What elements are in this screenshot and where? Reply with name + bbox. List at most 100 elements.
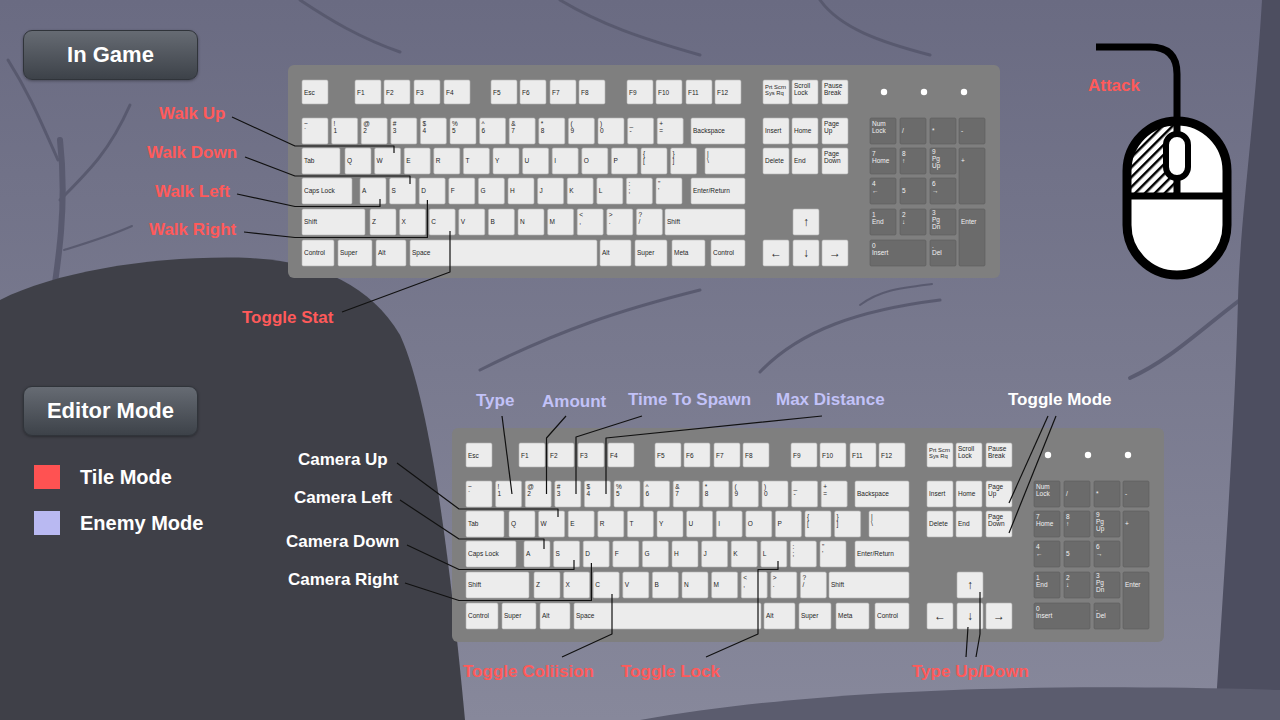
control-label: Walk Left bbox=[155, 182, 230, 202]
keyboard-key: + bbox=[1123, 511, 1149, 567]
keyboard-key: $ 4 bbox=[420, 118, 446, 144]
key-label: Insert bbox=[765, 128, 781, 135]
key-label: X bbox=[402, 219, 406, 226]
key-label: Delete bbox=[765, 158, 784, 165]
key-label: / bbox=[1066, 491, 1068, 498]
key-cap bbox=[870, 209, 896, 235]
keyboard-key: X bbox=[564, 572, 590, 598]
key-cap bbox=[702, 541, 728, 567]
keyboard-key: S bbox=[554, 541, 580, 567]
tree-branch bbox=[820, 0, 930, 55]
key-cap bbox=[302, 209, 365, 235]
key-label: Enter/Return bbox=[857, 551, 894, 558]
key-label: ) 0 bbox=[600, 121, 604, 135]
leader-line bbox=[407, 545, 574, 570]
key-cap bbox=[829, 572, 909, 598]
key-label: Alt bbox=[542, 613, 550, 620]
keyboard-key: F10 bbox=[820, 443, 846, 467]
key-label: Scroll Lock bbox=[958, 446, 974, 460]
control-label: Walk Up bbox=[159, 104, 225, 124]
key-cap bbox=[450, 118, 476, 144]
keyboard-key: F4 bbox=[444, 80, 470, 104]
keyboard-key: Enter/Return bbox=[855, 541, 909, 567]
key-label: ? / bbox=[638, 212, 642, 226]
key-cap bbox=[900, 178, 926, 204]
key-label: ( 9 bbox=[734, 484, 738, 498]
key-label: U bbox=[525, 158, 530, 165]
keyboard-key: } ] bbox=[835, 511, 861, 537]
key-label: F11 bbox=[852, 453, 863, 460]
keyboard-key: ↓ bbox=[793, 240, 819, 266]
key-cap bbox=[410, 240, 597, 266]
keyboard-key: F8 bbox=[579, 80, 605, 104]
key-cap bbox=[583, 541, 609, 567]
key-label: K bbox=[569, 188, 573, 195]
keyboard-key: Alt bbox=[540, 603, 570, 629]
keyboard-key: E bbox=[404, 148, 430, 174]
key-cap bbox=[712, 572, 738, 598]
key-label: F3 bbox=[580, 453, 588, 460]
key-label: W bbox=[377, 158, 383, 165]
key-cap bbox=[555, 481, 581, 507]
key-label: & 7 bbox=[675, 484, 679, 498]
key-label: Page Down bbox=[824, 151, 841, 165]
key-label: 7 Home bbox=[1036, 514, 1053, 528]
key-cap bbox=[608, 443, 634, 467]
key-label: V bbox=[461, 219, 465, 226]
key-label: Prt Scrn Sys Rq bbox=[765, 84, 789, 96]
key-label: Control bbox=[877, 613, 898, 620]
key-label: F10 bbox=[658, 90, 669, 97]
key-label: N bbox=[684, 582, 689, 589]
key-cap bbox=[869, 511, 909, 537]
key-cap bbox=[524, 541, 550, 567]
key-label: Shift bbox=[667, 219, 680, 226]
key-label: 7 Home bbox=[872, 151, 889, 165]
key-cap bbox=[930, 240, 956, 266]
keyboard-key: Super bbox=[799, 603, 831, 629]
key-cap bbox=[1064, 541, 1090, 567]
key-cap bbox=[959, 209, 985, 266]
key-label: ! 1 bbox=[334, 121, 338, 135]
key-cap bbox=[384, 80, 410, 104]
keyboard-key: & 7 bbox=[673, 481, 699, 507]
keyboard-key: 9 Pg Up bbox=[1094, 511, 1120, 537]
keyboard-key: Super bbox=[635, 240, 667, 266]
keyboard-key: Backspace bbox=[691, 118, 745, 144]
keyboard-key: ! 1 bbox=[332, 118, 358, 144]
key-label: M bbox=[714, 582, 719, 589]
keyboard-key: : ; bbox=[626, 178, 652, 204]
keyboard-key: Control bbox=[466, 603, 498, 629]
led-dot bbox=[1045, 452, 1051, 458]
keyboard-key: Delete bbox=[763, 148, 789, 174]
key-cap bbox=[835, 511, 861, 537]
key-cap bbox=[641, 148, 667, 174]
key-label: $ 4 bbox=[586, 484, 590, 498]
key-cap bbox=[598, 511, 624, 537]
keyboard-key: 4 ← bbox=[1034, 541, 1060, 567]
key-label: % 5 bbox=[616, 484, 622, 498]
leader-line bbox=[400, 500, 544, 549]
key-label: * bbox=[932, 128, 935, 135]
keyboard-key: Control bbox=[302, 240, 334, 266]
key-label: → bbox=[829, 247, 841, 259]
keyboard-key: ↑ bbox=[957, 572, 983, 598]
keyboard-key: Control bbox=[711, 240, 745, 266]
key-label: : ; bbox=[792, 544, 794, 558]
key-cap bbox=[1123, 511, 1149, 567]
led-dot bbox=[1125, 452, 1131, 458]
key-cap bbox=[682, 572, 708, 598]
key-cap bbox=[496, 481, 522, 507]
keyboard-key: F4 bbox=[608, 443, 634, 467]
key-cap bbox=[930, 148, 956, 174]
key-label: G bbox=[644, 551, 649, 558]
key-cap bbox=[1034, 541, 1060, 567]
key-label: 0 Insert bbox=[1036, 606, 1052, 620]
key-label: Alt bbox=[602, 250, 610, 257]
keyboard-key: F6 bbox=[684, 443, 710, 467]
key-cap bbox=[986, 481, 1012, 507]
key-label: Tab bbox=[468, 521, 478, 528]
key-label: F12 bbox=[881, 453, 892, 460]
keyboard-key: P bbox=[775, 511, 801, 537]
panel-title: In Game bbox=[67, 42, 154, 68]
key-cap bbox=[715, 80, 741, 104]
